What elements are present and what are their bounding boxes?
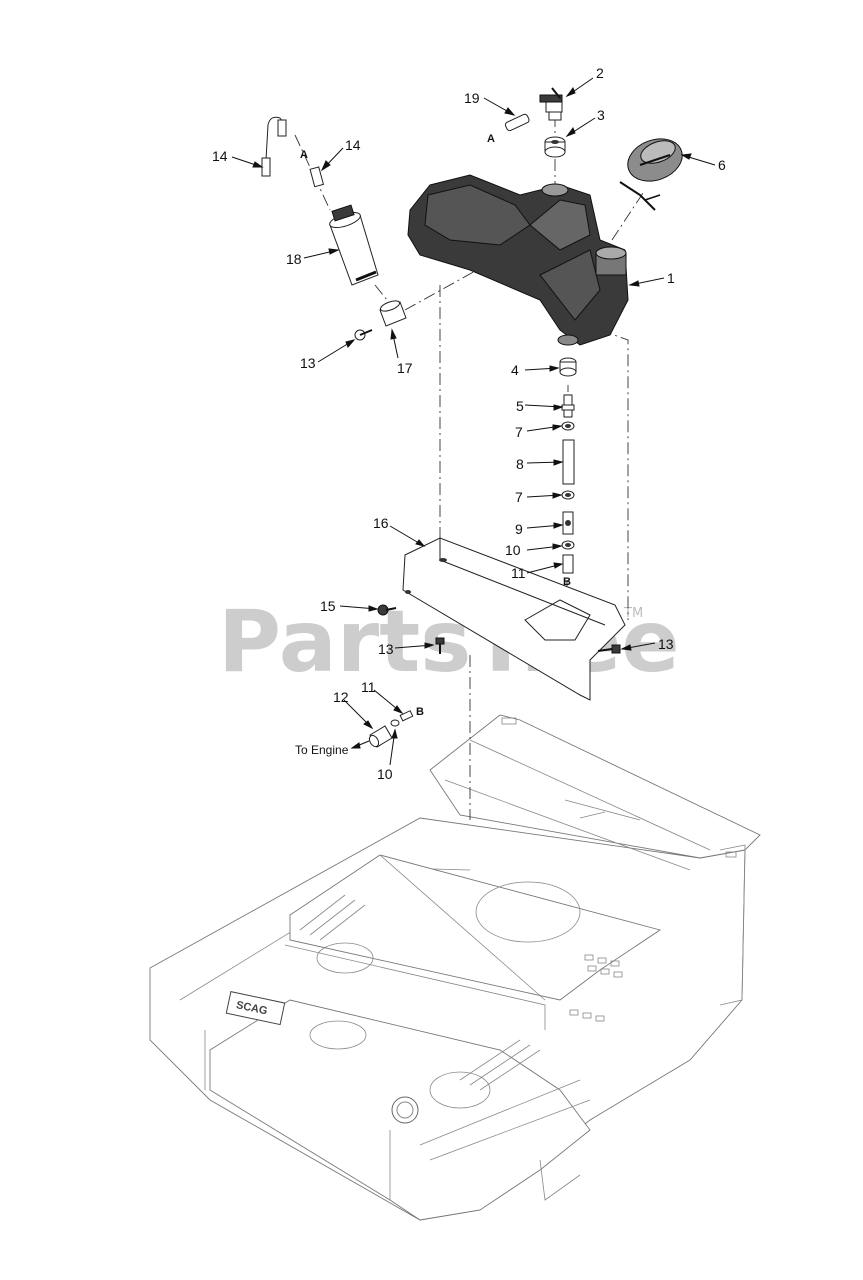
fuel-pump[interactable]	[328, 204, 379, 286]
mower-frame: SCAG	[149, 714, 761, 1221]
valve-9[interactable]	[562, 511, 574, 535]
tank-bracket[interactable]	[402, 537, 626, 701]
callout-1: 1	[667, 270, 675, 286]
callout-7b: 7	[515, 489, 523, 505]
callout-12: 12	[333, 689, 349, 705]
fuel-line-14b[interactable]	[309, 166, 325, 188]
callout-5: 5	[516, 398, 524, 414]
callout-17: 17	[397, 360, 413, 376]
callout-2: 2	[596, 65, 604, 81]
callout-13b: 13	[378, 641, 394, 657]
callout-6: 6	[718, 157, 726, 173]
fuel-hose-11a[interactable]	[562, 554, 574, 574]
frame-hole-grid	[569, 954, 623, 1022]
clamp-10a[interactable]	[561, 540, 575, 550]
leader-lines	[231, 77, 716, 766]
frame-logo-plate: SCAG	[225, 991, 286, 1026]
fuel-tank[interactable]	[407, 174, 629, 346]
bolt-13b[interactable]	[435, 637, 445, 654]
callout-18: 18	[286, 251, 302, 267]
letter-b-lower: B	[416, 706, 424, 718]
fuel-cap[interactable]	[619, 132, 688, 211]
fitting-5[interactable]	[561, 394, 575, 418]
callout-9: 9	[515, 521, 523, 537]
fuel-hose-11b[interactable]	[399, 710, 414, 722]
callout-labels: 2 19 3 6 1 14 14 18 13 17 4 5 7 8 7 9 10…	[212, 65, 726, 782]
clamp-7b[interactable]	[561, 490, 575, 500]
bolt-13c[interactable]	[597, 644, 621, 654]
callout-10b: 10	[377, 766, 393, 782]
vent-hose[interactable]	[504, 113, 530, 132]
frame-badge	[391, 1096, 419, 1124]
connection-letters: A A B B	[300, 133, 571, 718]
callout-11b: 11	[361, 679, 376, 695]
callout-7a: 7	[515, 424, 523, 440]
letter-a-upper: A	[487, 133, 495, 145]
bolt-15[interactable]	[377, 604, 397, 616]
callout-4: 4	[511, 362, 519, 378]
callout-19: 19	[464, 90, 480, 106]
callout-8: 8	[516, 456, 524, 472]
callout-10a: 10	[505, 542, 521, 558]
callout-14a: 14	[212, 148, 228, 164]
fuel-line-14[interactable]	[261, 116, 287, 177]
clamp-10b[interactable]	[390, 719, 400, 727]
callout-13c: 13	[658, 636, 674, 652]
callout-13a: 13	[300, 355, 316, 371]
callout-14b: 14	[345, 137, 361, 153]
to-engine-note: To Engine	[295, 743, 349, 757]
bushing-4[interactable]	[559, 357, 577, 377]
callout-3: 3	[597, 107, 605, 123]
clamp-7a[interactable]	[561, 421, 575, 431]
letter-b-upper: B	[563, 576, 571, 588]
fuel-sleeve[interactable]	[379, 299, 407, 327]
inline-filter-12[interactable]	[368, 725, 393, 748]
watermark-trademark: TM	[623, 606, 643, 621]
letter-a-lower: A	[300, 149, 308, 161]
callout-11a: 11	[511, 565, 526, 581]
screw-13a[interactable]	[354, 329, 373, 341]
vent-grommet[interactable]	[544, 136, 566, 158]
fuel-hose-8[interactable]	[562, 439, 575, 485]
callout-15: 15	[320, 598, 336, 614]
vent-fitting[interactable]	[539, 87, 563, 121]
callout-16: 16	[373, 515, 389, 531]
